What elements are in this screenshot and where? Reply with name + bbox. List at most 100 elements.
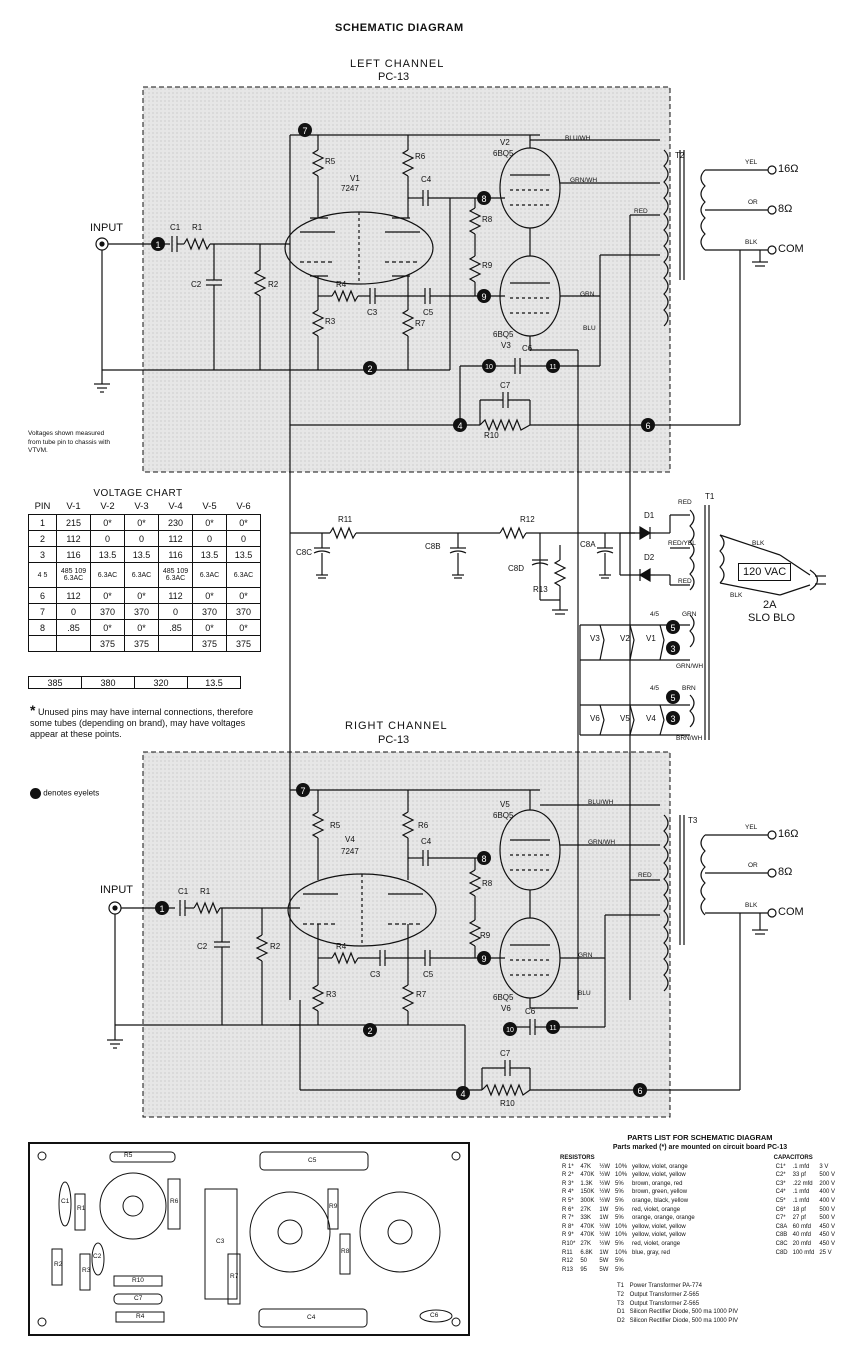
grn-wh-heater: GRN/WH	[676, 663, 704, 670]
c3-label: C3	[367, 308, 378, 317]
parts-cell: 1.3K	[580, 1180, 593, 1187]
parts-cell: 27 pf	[792, 1215, 806, 1222]
capacitors-header: CAPACITORS	[773, 1155, 813, 1161]
board-r6: R6	[170, 1198, 179, 1205]
com-label-right: COM	[778, 906, 804, 918]
v1-heater-label: V1	[646, 634, 656, 643]
parts-cell: brown, orange, red	[632, 1180, 683, 1187]
eyelet-legend: denotes eyelets	[30, 788, 100, 799]
parts-cell: C3*	[775, 1180, 786, 1187]
parts-cell: 95	[580, 1266, 588, 1273]
svg-text:4: 4	[457, 421, 462, 431]
fuse-type-label: SLO BLO	[748, 612, 796, 624]
v2-label: V2	[500, 138, 510, 147]
parts-cell: yellow, violet, yellow	[632, 1223, 686, 1230]
parts-cell: ½W	[599, 1240, 611, 1247]
board-c4: C4	[307, 1314, 316, 1321]
schematic-diagram: 7 1 8 9 2 10 11 4 6 5 3 5 3 7 1 8 9 2 10…	[94, 86, 826, 1118]
r3-label: R3	[325, 317, 336, 326]
t2-label: T2	[675, 151, 685, 160]
voltage-chart-cell: 370	[192, 603, 227, 620]
parts-cell: C2*	[775, 1172, 786, 1179]
parts-cell: 1W	[599, 1215, 609, 1222]
voltage-chart-cell: 485 109 6.3AC	[56, 562, 91, 588]
parts-cell: 400 V	[819, 1197, 835, 1204]
parts-cell: R 7*	[562, 1215, 574, 1222]
parts-cell: yellow, violet, orange	[632, 1163, 688, 1170]
parts-cell: R 4*	[562, 1189, 574, 1196]
svg-text:9: 9	[481, 954, 486, 964]
t1-red-bottom: RED	[678, 578, 692, 585]
voltage-chart-cell: 0*	[124, 619, 159, 636]
parts-cell: 10%	[615, 1249, 628, 1256]
parts-cell: 1W	[599, 1206, 609, 1213]
voltage-chart-cell: 8	[28, 619, 57, 636]
svg-text:11: 11	[549, 1025, 556, 1032]
blu-wh-label: BLU/WH	[565, 135, 591, 142]
parts-cell: 3 V	[819, 1163, 829, 1170]
board-c1: C1	[61, 1198, 70, 1205]
voltage-chart-cell: 375	[226, 635, 261, 652]
voltage-chart-cell: 375	[90, 635, 125, 652]
board-r10: R10	[132, 1277, 144, 1284]
parts-cell: 50	[580, 1258, 588, 1265]
yel-label: YEL	[745, 159, 758, 166]
parts-cell: 18 pf	[792, 1206, 806, 1213]
svg-text:2: 2	[367, 1026, 372, 1036]
parts-cell: 6.8K	[580, 1249, 593, 1256]
voltage-summary-cell: 13.5	[187, 676, 241, 689]
parts-cell: 5%	[615, 1215, 624, 1222]
parts-cell: 470K	[580, 1172, 595, 1179]
voltage-chart-cell: 0*	[124, 587, 159, 604]
parts-cell: 470K	[580, 1232, 595, 1239]
r2-label-right: R2	[270, 942, 281, 951]
parts-cell: R 9*	[562, 1232, 574, 1239]
parts-cell: C7*	[775, 1215, 786, 1222]
svg-text:4: 4	[460, 1089, 465, 1099]
r1-label: R1	[192, 223, 203, 232]
c3-label-right: C3	[370, 970, 381, 979]
r7-label-right: R7	[416, 990, 427, 999]
voltage-chart-cell: 7	[28, 603, 57, 620]
voltage-chart-cell: 230	[158, 514, 193, 531]
parts-cell: 33 pf	[792, 1172, 806, 1179]
c1-label: C1	[170, 223, 181, 232]
parts-cell: R 2*	[562, 1172, 574, 1179]
parts-cell: 5%	[615, 1240, 624, 1247]
parts-cell: 5W	[599, 1266, 609, 1273]
voltage-chart-header: V-6	[236, 501, 251, 512]
right-channel-title: RIGHT CHANNEL	[345, 720, 448, 732]
c5-label: C5	[423, 308, 434, 317]
board-r3: R3	[82, 1267, 91, 1274]
voltage-chart-cell: 116	[56, 546, 91, 563]
board-r7: R7	[230, 1273, 239, 1280]
parts-cell: red, violet, orange	[632, 1240, 681, 1247]
r6-label: R6	[415, 152, 426, 161]
r10-label-right: R10	[500, 1099, 515, 1108]
parts-cell: 33K	[580, 1215, 592, 1222]
pin-4-5-top: 4/5	[650, 611, 660, 618]
parts-cell: 20 mfd	[792, 1240, 811, 1247]
voltage-chart-cell: 6.3AC	[90, 562, 125, 588]
parts-cell: 5%	[615, 1180, 624, 1187]
parts-list-subtitle: Parts marked (*) are mounted on circuit …	[612, 1144, 788, 1151]
voltage-chart-header: V-5	[202, 501, 217, 512]
v4-label: V4	[345, 835, 355, 844]
ohm8-label-right: 8Ω	[778, 866, 793, 878]
v3-type: 6BQ5	[493, 330, 514, 339]
grn-wh-label-right: GRN/WH	[588, 839, 616, 846]
voltage-chart-cell: 112	[56, 530, 91, 547]
voltage-chart-cell: 4 5	[28, 562, 57, 588]
